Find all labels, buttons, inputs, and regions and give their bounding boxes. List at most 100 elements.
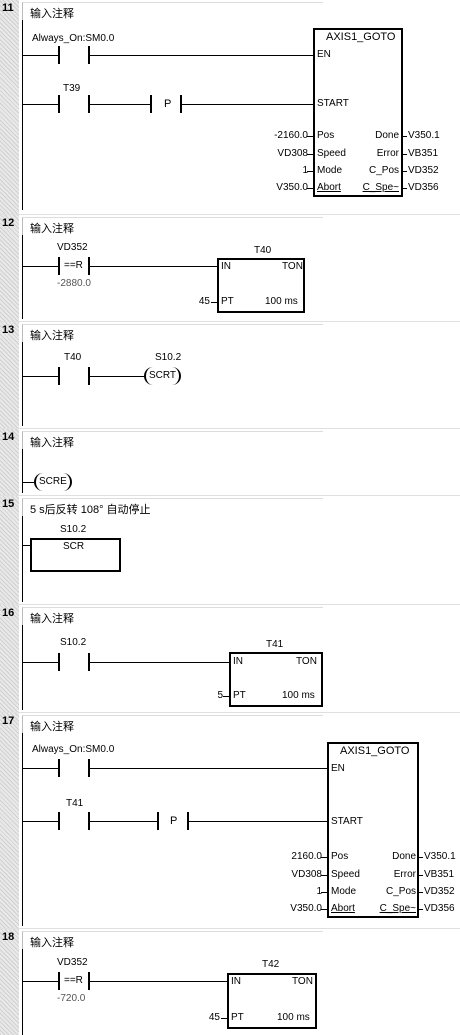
- pin-label: Done: [392, 851, 416, 862]
- output-value: VD352: [408, 165, 439, 176]
- compare-left[interactable]: [58, 257, 60, 275]
- timer-name: T42: [262, 959, 280, 970]
- axis-goto-block[interactable]: [327, 742, 419, 918]
- timer-block[interactable]: [227, 973, 317, 1029]
- block-title: AXIS1_GOTO: [340, 745, 410, 757]
- network-15[interactable]: 15 5 s后反转 108° 自动停止 S10.2 SCR: [0, 496, 460, 605]
- wire: [22, 55, 58, 56]
- network-comment[interactable]: 输入注释: [30, 8, 74, 20]
- compare-right[interactable]: [88, 972, 90, 990]
- network-12[interactable]: 12 输入注释 VD352 ==R -2880.0 T40 IN TON 45 …: [0, 215, 460, 322]
- network-comment[interactable]: 5 s后反转 108° 自动停止: [30, 504, 151, 516]
- compare-operand-bottom: -720.0: [57, 993, 86, 1004]
- network-comment[interactable]: 输入注释: [30, 223, 74, 235]
- wire: [90, 55, 314, 56]
- output-value: VD356: [408, 182, 439, 193]
- compare-operator: ==R: [64, 260, 83, 271]
- timer-block[interactable]: [229, 652, 323, 707]
- network-11[interactable]: 11 输入注释 Always_On:SM0.0 T39 P AXIS1_GOTO…: [0, 0, 460, 215]
- pin-pt: PT: [233, 690, 246, 701]
- wire: [22, 545, 32, 546]
- contact-right[interactable]: [88, 95, 90, 113]
- contact-left[interactable]: [58, 367, 60, 385]
- input-value: 1: [316, 886, 322, 897]
- timer-type: TON: [282, 261, 303, 272]
- pt-value: 45: [208, 1012, 220, 1023]
- pin-label: C_Pos: [385, 886, 416, 897]
- time-base: 100 ms: [277, 1012, 310, 1023]
- network-13[interactable]: 13 输入注释 T40 S10.2 SCRT: [0, 322, 460, 429]
- comment-area: [22, 2, 323, 21]
- time-base: 100 ms: [282, 690, 315, 701]
- contact-right[interactable]: [88, 759, 90, 777]
- output-value: VB351: [408, 148, 439, 159]
- output-value: V350.1: [408, 130, 440, 141]
- scr-block[interactable]: [30, 538, 121, 572]
- pt-value: 45: [198, 296, 210, 307]
- output-value: VD352: [424, 886, 455, 897]
- pin-in: IN: [231, 976, 241, 987]
- contact-label: T41: [66, 798, 84, 809]
- wire: [22, 981, 58, 982]
- network-comment[interactable]: 输入注释: [30, 613, 74, 625]
- network-comment[interactable]: 输入注释: [30, 721, 74, 733]
- wire: [22, 266, 58, 267]
- compare-right[interactable]: [88, 257, 90, 275]
- block-title: AXIS1_GOTO: [326, 31, 396, 43]
- contact-left[interactable]: [58, 759, 60, 777]
- pin-en: EN: [317, 49, 331, 60]
- axis-goto-block[interactable]: [313, 28, 403, 197]
- network-number: 17: [2, 715, 15, 727]
- contact-left[interactable]: [58, 46, 60, 64]
- network-comment[interactable]: 输入注释: [30, 437, 74, 449]
- pin-tick: [321, 857, 329, 858]
- contact-right[interactable]: [88, 367, 90, 385]
- pt-value: 5: [217, 690, 223, 701]
- network-14[interactable]: 14 输入注释 SCRE: [0, 429, 460, 496]
- contact-label: S10.2: [60, 637, 87, 648]
- wire: [22, 768, 58, 769]
- pin-tick: [417, 892, 423, 893]
- wire: [90, 821, 157, 822]
- scrt-coil[interactable]: SCRT: [144, 367, 182, 385]
- pin-tick: [401, 188, 407, 189]
- comment-area: [22, 607, 323, 626]
- network-16[interactable]: 16 输入注释 S10.2 T41 IN TON 5 PT 100 ms: [0, 605, 460, 713]
- compare-left[interactable]: [58, 972, 60, 990]
- pulse-right[interactable]: [187, 812, 189, 830]
- contact-right[interactable]: [88, 653, 90, 671]
- wire: [22, 376, 58, 377]
- wire: [22, 104, 58, 105]
- wire: [90, 768, 327, 769]
- compare-operator: ==R: [64, 975, 83, 986]
- network-17[interactable]: 17 输入注释 Always_On:SM0.0 T41 P AXIS1_GOTO…: [0, 713, 460, 929]
- pin-label: C_Spe~: [362, 182, 399, 193]
- time-base: 100 ms: [265, 296, 298, 307]
- timer-type: TON: [296, 656, 317, 667]
- contact-left[interactable]: [58, 812, 60, 830]
- contact-right[interactable]: [88, 812, 90, 830]
- compare-operand-top: VD352: [57, 957, 88, 968]
- timer-block[interactable]: [217, 258, 305, 313]
- pulse-right[interactable]: [180, 95, 182, 113]
- compare-operand-top: VD352: [57, 242, 88, 253]
- comment-area: [22, 217, 323, 236]
- contact-left[interactable]: [58, 95, 60, 113]
- contact-left[interactable]: [58, 653, 60, 671]
- network-comment[interactable]: 输入注释: [30, 937, 74, 949]
- network-number: 16: [2, 607, 15, 619]
- input-value: VD308: [291, 869, 322, 880]
- network-number: 11: [2, 2, 14, 14]
- power-rail: [22, 20, 23, 210]
- network-18[interactable]: 18 输入注释 VD352 ==R -720.0 T42 IN TON 45 P…: [0, 929, 460, 1035]
- pin-in: IN: [221, 261, 231, 272]
- pin-tick: [307, 154, 315, 155]
- network-comment[interactable]: 输入注释: [30, 330, 74, 342]
- output-value: V350.1: [424, 851, 456, 862]
- scre-coil[interactable]: SCRE: [34, 473, 72, 491]
- network-number: 15: [2, 498, 15, 510]
- pulse-left[interactable]: [157, 812, 159, 830]
- pulse-left[interactable]: [150, 95, 152, 113]
- contact-right[interactable]: [88, 46, 90, 64]
- contact-label: T39: [63, 83, 81, 94]
